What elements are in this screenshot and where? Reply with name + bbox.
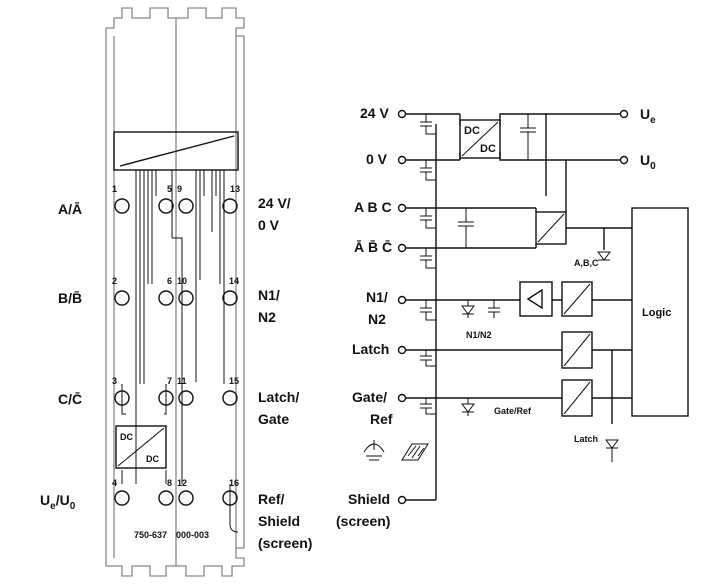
module-dc-bottom: DC xyxy=(146,454,159,464)
terminal-16 xyxy=(222,490,238,506)
terminal-5 xyxy=(158,198,174,214)
sch-terminal xyxy=(397,393,407,403)
label-24v: 24 V/ xyxy=(258,195,291,211)
pin-number: 7 xyxy=(167,376,172,386)
logic-label: Logic xyxy=(642,307,671,319)
sch-input-screen: (screen) xyxy=(336,513,390,529)
terminal-6 xyxy=(158,290,174,306)
sch-input-abc-bar: Ā B̄ C̄ xyxy=(354,238,392,255)
schematic: 24 V 0 V A B C Ā B̄ C̄ N1/ N2 Latch Gate… xyxy=(336,105,689,529)
module-chip xyxy=(113,131,239,171)
pin-numbers: 1 5 9 13 2 6 10 14 3 7 11 15 4 8 12 16 xyxy=(112,184,240,488)
sch-terminal xyxy=(397,495,407,505)
label-0v: 0 V xyxy=(258,217,280,233)
pin-number: 15 xyxy=(229,376,239,386)
sch-dc-top: DC xyxy=(464,125,480,137)
pin-number: 3 xyxy=(112,376,117,386)
sch-input-abc: A B C xyxy=(354,199,392,215)
sch-input-latch: Latch xyxy=(352,341,389,357)
label-a-abar: A/Ā xyxy=(58,201,82,217)
terminal-4 xyxy=(114,490,130,506)
sch-dc-bottom: DC xyxy=(480,143,496,155)
sch-output-terminal xyxy=(619,109,629,119)
pin-number: 10 xyxy=(177,276,187,286)
terminal-11 xyxy=(178,390,194,406)
left-labels: A/Ā B/B̄ C/C̄ Ue/U0 xyxy=(40,201,82,512)
opto-n1n2 xyxy=(561,281,593,317)
label-n1: N1/ xyxy=(258,287,280,303)
sch-terminal xyxy=(397,109,407,119)
terminal-9 xyxy=(178,198,194,214)
pin-number: 14 xyxy=(229,276,239,286)
label-shield: Shield xyxy=(258,513,300,529)
module-housing xyxy=(105,7,245,577)
label-ref: Ref/ xyxy=(258,491,285,507)
comparator xyxy=(519,281,553,317)
led-label-latch: Latch xyxy=(574,434,598,444)
module-terminals xyxy=(114,198,238,506)
din-rail-icon xyxy=(401,443,429,461)
sch-terminal xyxy=(397,243,407,253)
sch-input-n2: N2 xyxy=(368,311,386,327)
led-label-n1n2: N1/N2 xyxy=(466,330,492,340)
sch-terminal xyxy=(397,345,407,355)
ground-icon xyxy=(363,440,385,461)
led-label-abc: A,B,C xyxy=(574,258,599,268)
pin-number: 1 xyxy=(112,184,117,194)
pin-number: 6 xyxy=(167,276,172,286)
part-number: 750-637 xyxy=(134,530,167,540)
terminal-15 xyxy=(222,390,238,406)
pin-number: 13 xyxy=(230,184,240,194)
pin-number: 11 xyxy=(177,376,187,386)
label-b-bbar: B/B̄ xyxy=(58,289,82,306)
terminal-2 xyxy=(114,290,130,306)
pin-number: 5 xyxy=(167,184,172,194)
led-label-gate-ref: Gate/Ref xyxy=(494,406,532,416)
terminal-14 xyxy=(222,290,238,306)
sch-input-24v: 24 V xyxy=(360,105,389,121)
pin-number: 9 xyxy=(177,184,182,194)
terminal-12 xyxy=(178,490,194,506)
sch-output-u0: U0 xyxy=(640,152,656,172)
sch-terminal xyxy=(397,155,407,165)
pin-number: 16 xyxy=(229,478,239,488)
module-dc-converter: DC DC xyxy=(115,425,167,469)
terminal-8 xyxy=(158,490,174,506)
label-screen: (screen) xyxy=(258,535,312,551)
part-variant: 000-003 xyxy=(176,530,209,540)
pin-number: 2 xyxy=(112,276,117,286)
label-ue-u0: Ue/U0 xyxy=(40,492,76,512)
terminal-3 xyxy=(114,390,130,406)
terminal-7 xyxy=(158,390,174,406)
sch-input-n1: N1/ xyxy=(366,289,388,305)
logic-block xyxy=(631,207,689,417)
sch-dc-converter xyxy=(459,119,501,159)
sch-input-ref: Ref xyxy=(370,411,393,427)
internal-wires xyxy=(121,170,239,533)
sch-output-terminal xyxy=(619,155,629,165)
sch-output-ue: Ue xyxy=(640,106,656,126)
pin-number: 4 xyxy=(112,478,117,488)
terminal-10 xyxy=(178,290,194,306)
terminal-1 xyxy=(114,198,130,214)
label-gate: Gate xyxy=(258,411,289,427)
sch-input-shield: Shield xyxy=(348,491,390,507)
terminal-13 xyxy=(222,198,238,214)
label-c-cbar: C/C̄ xyxy=(58,390,82,407)
label-n2: N2 xyxy=(258,309,276,325)
sch-input-0v: 0 V xyxy=(366,151,388,167)
module-dc-top: DC xyxy=(120,432,133,442)
sch-terminal xyxy=(397,203,407,213)
sch-terminal xyxy=(397,295,407,305)
input-capacitors xyxy=(420,114,436,415)
module-right-labels: 24 V/ 0 V N1/ N2 Latch/ Gate Ref/ Shield… xyxy=(258,195,312,551)
pin-number: 8 xyxy=(167,478,172,488)
label-latch: Latch/ xyxy=(258,389,299,405)
pin-number: 12 xyxy=(177,478,187,488)
sch-input-gate: Gate/ xyxy=(352,389,387,405)
